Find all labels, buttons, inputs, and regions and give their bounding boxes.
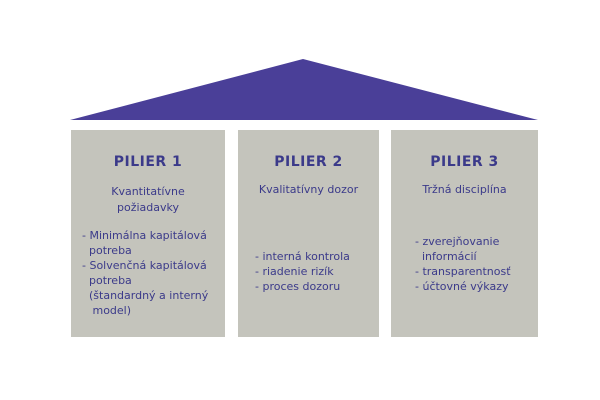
pillar-3-items: - zverejňovanie informácií - transparent… — [415, 234, 511, 294]
pillar-2-subtitle-line: Kvalitatívny dozor — [258, 183, 359, 196]
pillar-3-subtitle: Tržná disciplína — [391, 182, 538, 198]
pillar-3-subtitle-line: Tržná disciplína — [422, 183, 507, 196]
pillar-1-item: potreba — [82, 244, 132, 257]
pillar-2-item: - proces dozoru — [255, 280, 341, 293]
pillar-1-title: PILIER 1 — [113, 154, 183, 170]
roof-shape — [70, 59, 538, 120]
pillar-1-items: - Minimálna kapitálová potreba - Solvenč… — [82, 228, 208, 318]
pillar-1: PILIER 1 Kvantitatívne požiadavky - Mini… — [71, 130, 225, 337]
pillar-2-item: - riadenie rizík — [255, 265, 334, 278]
pillar-3-title: PILIER 3 — [430, 154, 499, 170]
pillar-2-item: - interná kontrola — [255, 250, 350, 263]
pillar-1-item: (štandardný a interný — [82, 289, 209, 302]
pillar-3: PILIER 3 Tržná disciplína - zverejňovani… — [391, 130, 538, 337]
pillar-3-item: - zverejňovanie — [415, 235, 500, 248]
pillar-3-item: - transparentnosť — [415, 265, 511, 278]
pillar-3-item: informácií — [415, 250, 477, 263]
pillar-2: PILIER 2 Kvalitatívny dozor - interná ko… — [238, 130, 379, 337]
pillar-1-item: potreba — [82, 274, 132, 287]
pillar-2-items: - interná kontrola - riadenie rizík - pr… — [255, 249, 350, 294]
pillar-1-subtitle: Kvantitatívne požiadavky — [71, 184, 225, 216]
pillar-1-subtitle-line: požiadavky — [116, 201, 179, 214]
pillar-1-item: - Minimálna kapitálová — [82, 229, 207, 242]
pillar-1-item: - Solvenčná kapitálová — [82, 259, 207, 272]
pillar-2-subtitle: Kvalitatívny dozor — [238, 182, 379, 198]
roof-triangle — [70, 59, 538, 120]
pillar-1-item: model) — [82, 304, 132, 317]
pillar-1-subtitle-line: Kvantitatívne — [111, 185, 185, 198]
pillar-3-item: - účtovné výkazy — [415, 280, 509, 293]
pillar-2-title: PILIER 2 — [274, 154, 343, 170]
